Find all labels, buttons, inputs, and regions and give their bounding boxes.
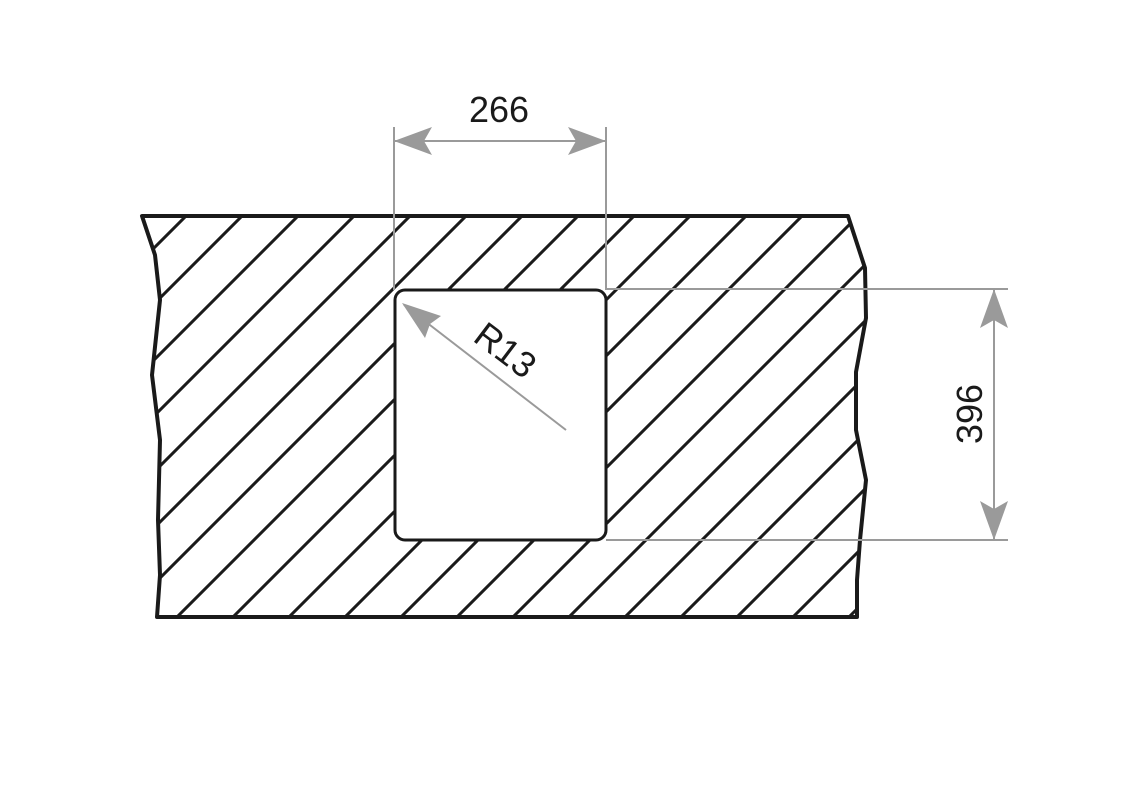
- hatch-line: [142, 216, 326, 617]
- sink-cutout: [393, 288, 608, 542]
- radius-arrow: [402, 303, 441, 338]
- height-arrow-top: [980, 289, 1008, 328]
- hatch-line: [152, 216, 606, 617]
- countertop-hatching: [142, 216, 866, 617]
- width-arrow-right: [568, 127, 606, 155]
- hatch-line: [142, 216, 550, 617]
- hatch-line: [142, 216, 270, 617]
- hatch-line: [656, 216, 866, 617]
- hatch-line: [600, 216, 866, 617]
- hatch-line: [488, 216, 866, 617]
- hatch-line: [712, 216, 866, 617]
- width-dimension: 266: [393, 89, 607, 290]
- hatch-line: [376, 216, 830, 617]
- height-label: 396: [949, 384, 990, 444]
- hatch-line: [432, 216, 866, 617]
- hatch-line: [264, 216, 718, 617]
- width-label: 266: [469, 89, 529, 130]
- height-dimension: 396: [606, 288, 1008, 541]
- hatch-line: [768, 216, 866, 617]
- hatch-line: [142, 216, 494, 617]
- hatch-line: [142, 216, 158, 617]
- hatch-line: [544, 216, 866, 617]
- hatch-line: [142, 216, 214, 617]
- hatch-line: [208, 216, 662, 617]
- height-arrow-bottom: [980, 501, 1008, 540]
- hatch-line: [142, 216, 438, 617]
- countertop-outline: [140, 214, 868, 619]
- width-arrow-left: [394, 127, 432, 155]
- radius-leader-line: [403, 304, 567, 431]
